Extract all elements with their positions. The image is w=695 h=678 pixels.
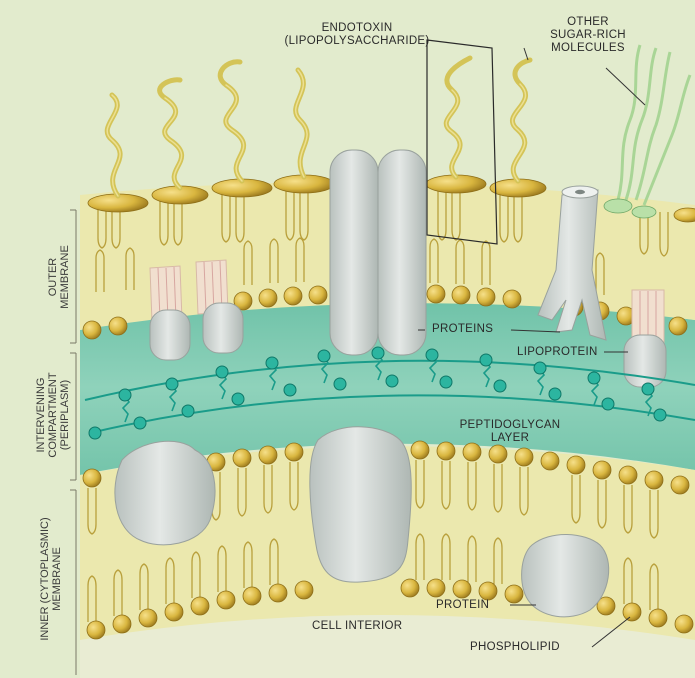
outer-membrane-label: OUTER MEMBRANE	[47, 227, 77, 327]
other-sugar-label: OTHER SUGAR-RICH MOLECULES	[528, 16, 648, 55]
endotoxin-line1: ENDOTOXIN	[252, 22, 462, 35]
other-line2: SUGAR-RICH	[528, 29, 648, 42]
other-line3: MOLECULES	[528, 42, 648, 55]
endotoxin-label: ENDOTOXIN (LIPOPOLYSACCHARIDE)	[252, 22, 462, 48]
cell-interior-label: CELL INTERIOR	[312, 620, 402, 633]
outer-label-line1: OUTER	[47, 227, 59, 327]
intervening-label-line3: (PERIPLASM)	[59, 350, 71, 480]
inner-label-line2: MEMBRANE	[51, 494, 63, 664]
phospholipid-label: PHOSPHOLIPID	[470, 641, 560, 654]
inner-label-line1: INNER (CYTOPLASMIC)	[39, 494, 51, 664]
intervening-compartment-label: INTERVENING COMPARTMENT (PERIPLASM)	[35, 350, 75, 480]
intervening-label-line2: COMPARTMENT	[47, 350, 59, 480]
endotoxin-line2: (LIPOPOLYSACCHARIDE)	[252, 35, 462, 48]
peptidoglycan-line2: LAYER	[440, 432, 580, 445]
other-line1: OTHER	[528, 16, 648, 29]
intervening-label-line1: INTERVENING	[35, 350, 47, 480]
sugar-rich-molecules	[618, 45, 690, 205]
peptidoglycan-label: PEPTIDOGLYCAN LAYER	[440, 419, 580, 445]
peptidoglycan-line1: PEPTIDOGLYCAN	[440, 419, 580, 432]
proteins-label: PROTEINS	[432, 323, 493, 336]
lipoprotein-label: LIPOPROTEIN	[517, 346, 598, 359]
outer-label-line2: MEMBRANE	[59, 227, 71, 327]
protein-label: PROTEIN	[436, 599, 489, 612]
inner-membrane-label: INNER (CYTOPLASMIC) MEMBRANE	[39, 494, 67, 664]
porin-pair	[330, 150, 426, 355]
